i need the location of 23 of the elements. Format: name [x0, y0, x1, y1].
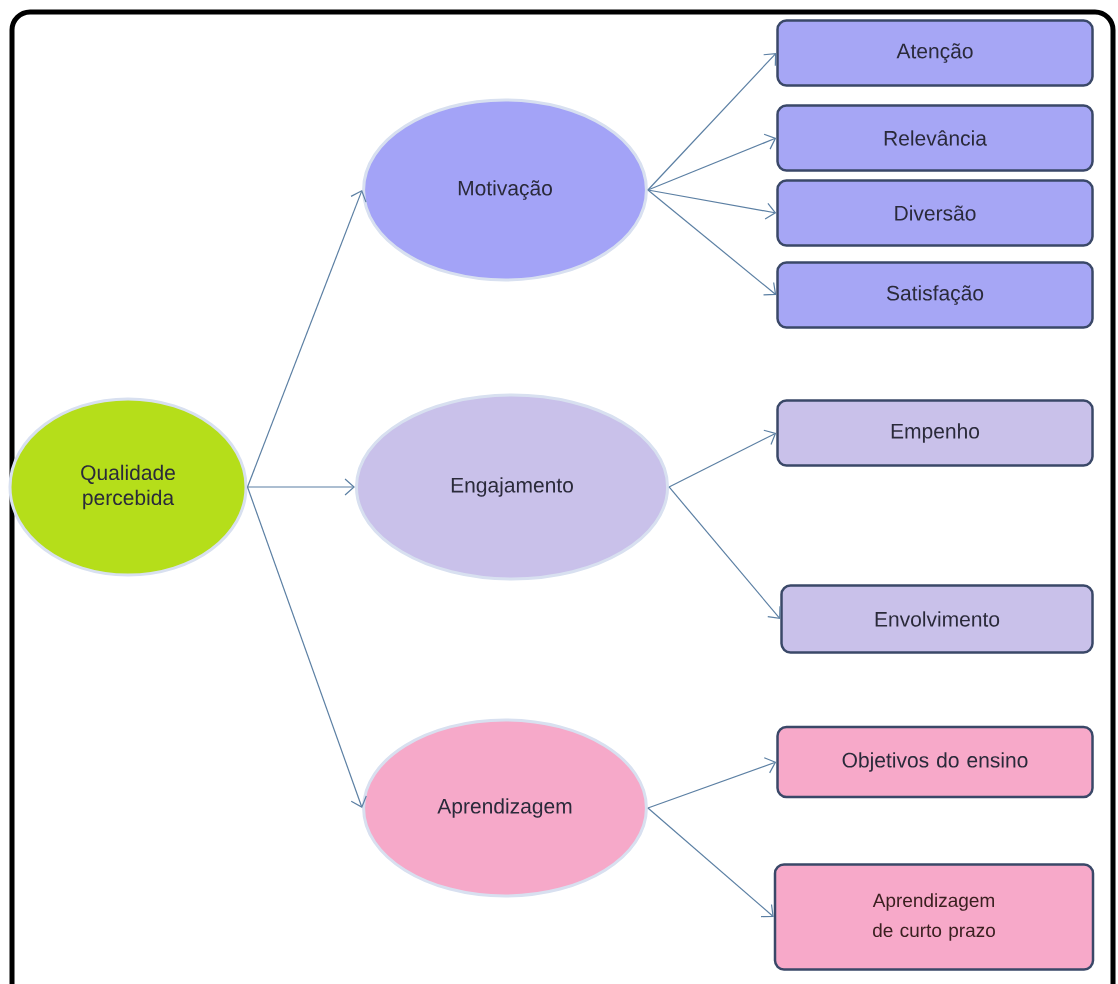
ellipse-node: Engajamento	[354, 393, 670, 581]
ellipse-node: Qualidade percebida	[8, 397, 248, 577]
arrow	[647, 807, 774, 918]
rounded-box: Empenho	[776, 399, 1094, 467]
arrow	[647, 53, 777, 191]
arrow	[647, 757, 777, 809]
rounded-box: Satisfação	[776, 261, 1094, 329]
ellipse-node: Aprendizagem	[362, 718, 648, 898]
arrow	[647, 189, 777, 220]
arrow	[668, 429, 777, 488]
arrow	[246, 486, 367, 808]
rounded-box: Relevância	[776, 104, 1094, 172]
arrow	[647, 189, 777, 296]
arrow	[668, 486, 781, 619]
arrow	[246, 478, 355, 496]
rounded-box: Atenção	[776, 19, 1094, 87]
arrow	[246, 190, 367, 488]
rounded-box: Envolvimento	[780, 584, 1094, 654]
rounded-box: Aprendizagem de curto prazo	[773, 863, 1095, 971]
rounded-box: Objetivos do ensino	[776, 725, 1094, 799]
arrow	[647, 133, 777, 191]
ellipse-node: Motivação	[362, 98, 648, 282]
rounded-box: Diversão	[776, 179, 1094, 247]
